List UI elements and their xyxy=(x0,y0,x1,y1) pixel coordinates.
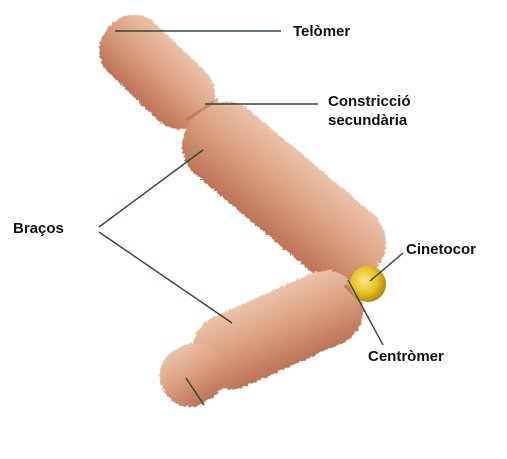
secondary-constriction-label: Constricció secundària xyxy=(328,92,411,130)
centromere-label: Centròmer xyxy=(368,347,444,366)
kinetochore-label: Cinetocor xyxy=(406,240,476,259)
telomer-label: Telòmer xyxy=(293,22,350,41)
arms-leader-line-lower xyxy=(99,232,232,323)
secondary-constriction-label-line1: Constricció xyxy=(328,92,411,111)
secondary-constriction-label-line2: secundària xyxy=(328,111,411,130)
arms-label: Braços xyxy=(13,219,64,238)
arms-leader-line-upper xyxy=(99,150,203,227)
